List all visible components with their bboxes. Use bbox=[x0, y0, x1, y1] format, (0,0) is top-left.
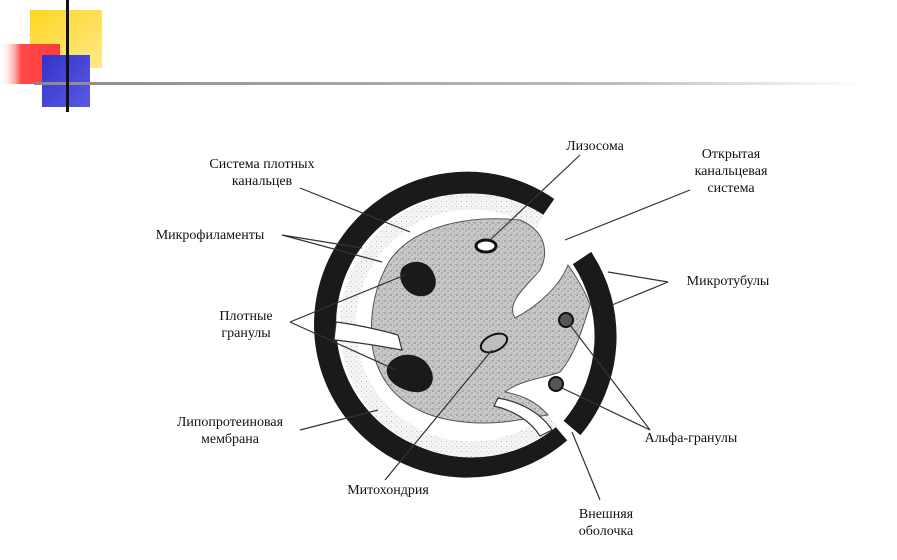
leader-line-outer-coat bbox=[571, 431, 601, 501]
canalicular-channel-lower bbox=[493, 397, 553, 437]
leader-line-alpha-a bbox=[569, 324, 651, 431]
label-microtubules: Микротубулы bbox=[686, 274, 770, 289]
label-dense-granules: Плотные гранулы bbox=[219, 309, 273, 341]
label-outer-coat: Внешняя оболочка bbox=[578, 507, 634, 539]
deco-horizontal-rule bbox=[34, 82, 864, 85]
lysosome bbox=[474, 238, 498, 254]
label-alpha-granules: Альфа-гранулы bbox=[644, 431, 738, 446]
leader-line-dense-granules-b bbox=[289, 321, 397, 371]
mitochondrion bbox=[479, 332, 509, 354]
alpha-granule-lower bbox=[548, 376, 564, 392]
leader-line-open-canalicular bbox=[564, 189, 691, 241]
dense-granule-upper bbox=[400, 261, 436, 297]
leader-line-mitochondrion bbox=[384, 349, 493, 481]
label-mitochondrion: Митохондрия bbox=[347, 483, 429, 498]
leader-line-dense-granules-a bbox=[289, 274, 406, 323]
leader-line-microfilaments-b bbox=[281, 234, 383, 263]
leader-line-microfilaments-a bbox=[281, 234, 363, 249]
alpha-granule-upper bbox=[558, 312, 574, 328]
outer-coat-ring bbox=[314, 171, 617, 478]
leader-line-lysosome bbox=[489, 154, 581, 241]
canalicular-channel-left bbox=[333, 321, 403, 351]
label-lysosome: Лизосома bbox=[566, 139, 624, 154]
dense-granule-lower bbox=[386, 354, 433, 393]
leader-line-microtubules-a bbox=[607, 271, 669, 283]
deco-vertical-rule bbox=[66, 0, 69, 112]
leader-line-microtubules-b bbox=[611, 281, 669, 306]
slide-corner-decoration bbox=[0, 0, 864, 112]
leader-line-dense-tubular bbox=[299, 187, 411, 233]
leader-line-lipoprotein bbox=[299, 409, 379, 431]
label-microfilaments: Микрофиламенты bbox=[155, 228, 265, 243]
leader-line-alpha-b bbox=[561, 387, 651, 431]
label-lipoprotein-membrane: Липопротеиновая мембрана bbox=[176, 415, 284, 447]
label-dense-tubular-system: Система плотных канальцев bbox=[209, 157, 315, 189]
label-open-canalicular-system: Открытая канальцевая система bbox=[694, 147, 768, 196]
